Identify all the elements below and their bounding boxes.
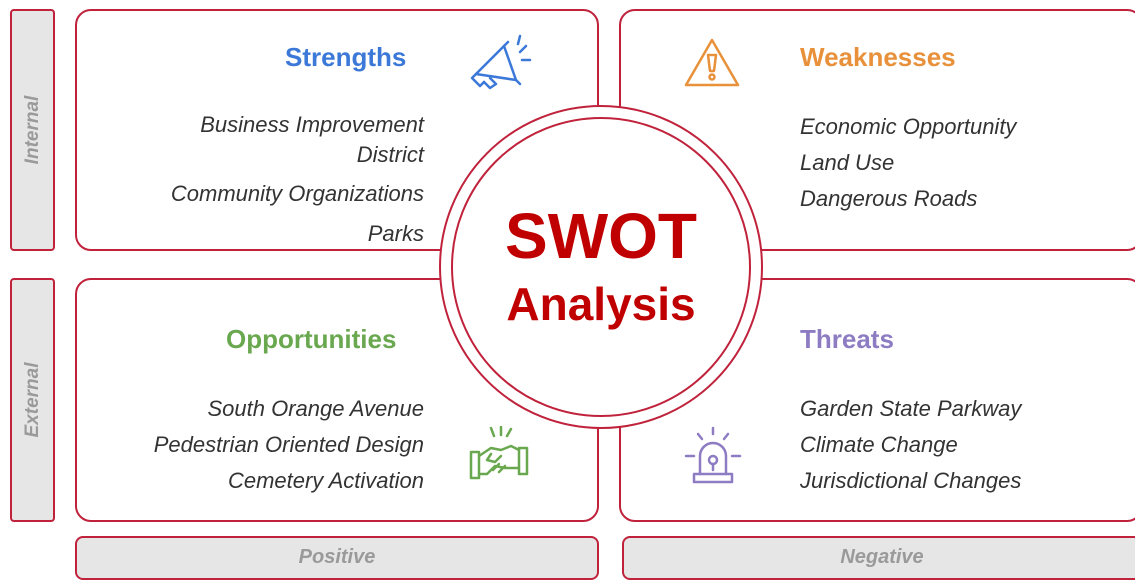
list-item: Climate Change xyxy=(800,432,958,457)
list-item: District xyxy=(356,142,424,167)
list-item: Garden State Parkway xyxy=(800,396,1022,421)
opportunities-title: Opportunities xyxy=(226,324,397,354)
alarm-siren-icon xyxy=(684,426,742,484)
internal-axis-box: Internal xyxy=(10,9,55,251)
positive-axis-box: Positive xyxy=(75,536,599,580)
center-title-line2: Analysis xyxy=(506,278,696,330)
threats-title: Threats xyxy=(800,324,894,354)
list-item: Community Organizations xyxy=(170,181,424,206)
swot-center-inner-ring: SWOT Analysis xyxy=(451,117,751,417)
weaknesses-list: Economic Opportunity Land Use Dangerous … xyxy=(800,110,1016,216)
external-label: External xyxy=(21,362,43,438)
list-item: Dangerous Roads xyxy=(800,186,978,211)
list-item: Economic Opportunity xyxy=(800,114,1017,139)
strengths-title: Strengths xyxy=(285,42,407,72)
megaphone-icon xyxy=(470,34,532,90)
external-axis-box: External xyxy=(10,278,55,522)
weaknesses-title: Weaknesses xyxy=(800,42,956,72)
positive-label: Positive xyxy=(298,546,376,568)
list-item: Cemetery Activation xyxy=(227,468,424,493)
list-item: Land Use xyxy=(800,150,895,175)
internal-label: Internal xyxy=(21,95,43,165)
negative-label: Negative xyxy=(840,546,924,568)
swot-center-circle: SWOT Analysis xyxy=(439,105,763,429)
center-title-line1: SWOT xyxy=(505,200,697,272)
warning-icon xyxy=(684,38,740,87)
opportunities-list: South Orange Avenue Pedestrian Oriented … xyxy=(154,392,424,498)
handshake-icon xyxy=(469,426,529,480)
list-item: Pedestrian Oriented Design xyxy=(153,432,424,457)
list-item: Business Improvement xyxy=(200,112,424,137)
negative-axis-box: Negative xyxy=(622,536,1135,580)
list-item: Parks xyxy=(367,221,424,246)
threats-list: Garden State Parkway Climate Change Juri… xyxy=(800,392,1021,498)
list-item: Jurisdictional Changes xyxy=(800,468,1022,493)
strengths-list: Business Improvement District Community … xyxy=(171,110,424,251)
list-item: South Orange Avenue xyxy=(207,396,425,421)
